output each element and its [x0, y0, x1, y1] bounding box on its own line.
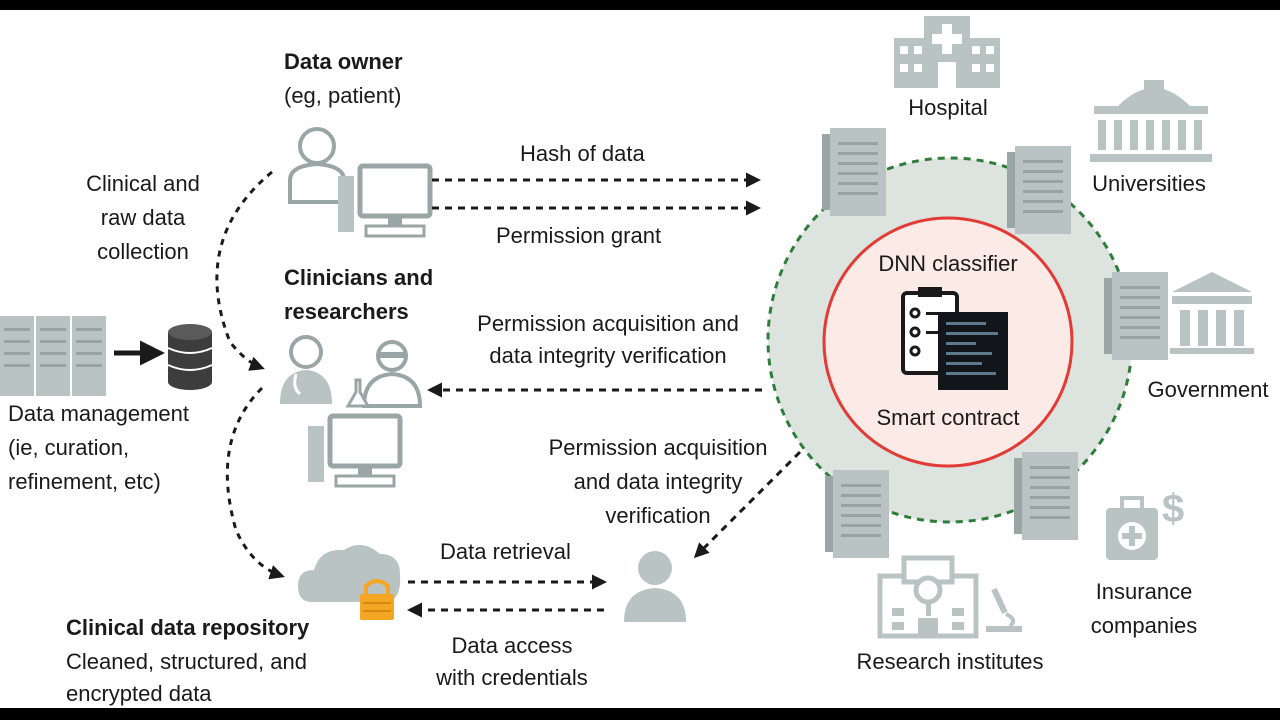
research-institutes-label: Research institutes: [856, 649, 1044, 674]
user-icon: [624, 551, 686, 622]
access-label-2: with credentials: [436, 665, 588, 690]
retrieval-label: Data retrieval: [440, 539, 571, 564]
verification2-label-2: and data integrity: [573, 469, 743, 494]
diagram-stage: $: [0, 10, 1280, 708]
database-icon: [167, 324, 213, 390]
insurance-label-1: Insurance: [1095, 579, 1193, 604]
insurance-icon: $: [1106, 487, 1184, 560]
server-icon: [1104, 272, 1168, 360]
hospital-label: Hospital: [908, 95, 988, 120]
data-management-label-3: refinement, etc): [8, 469, 161, 494]
server-icon: [1014, 452, 1078, 540]
data-owner-title: Data owner: [284, 49, 403, 74]
clinician-computer-icon: [308, 416, 400, 486]
collection-label-2: raw data: [100, 205, 186, 230]
smart-contract-label: Smart contract: [876, 405, 1020, 430]
collection-arrow: [215, 170, 273, 371]
data-owner-person-icon: [288, 127, 346, 204]
grant-label: Permission grant: [496, 223, 662, 248]
repository-desc-2: encrypted data: [66, 681, 212, 706]
cloud-lock-icon: [298, 544, 401, 620]
clinicians-title-1: Clinicians and: [284, 265, 434, 290]
verification-label-1: Permission acquisition and: [477, 311, 739, 336]
repository-desc-1: Cleaned, structured, and: [66, 649, 307, 674]
server-icon: [825, 470, 889, 558]
clinician-icon: [280, 335, 332, 404]
government-label: Government: [1147, 377, 1269, 402]
hash-label: Hash of data: [520, 141, 645, 166]
verification2-label-1: Permission acquisition: [548, 435, 768, 460]
data-management-label-2: (ie, curation,: [8, 435, 130, 460]
data-owner-subtitle: (eg, patient): [284, 83, 402, 108]
university-icon: [1090, 80, 1212, 162]
data-owner-computer-icon: [338, 166, 430, 236]
repository-title: Clinical data repository: [66, 615, 310, 640]
collection-label-1: Clinical and: [86, 171, 200, 196]
data-management-servers-icon: [0, 316, 106, 396]
clinicians-title-2: researchers: [284, 299, 409, 324]
server-icon: [822, 128, 886, 216]
verification-label-2: data integrity verification: [489, 343, 727, 368]
government-icon: [1170, 272, 1254, 354]
insurance-label-2: companies: [1090, 613, 1198, 638]
diagram-art: $: [0, 16, 1254, 639]
svg-text:$: $: [1162, 487, 1184, 531]
hospital-icon: [894, 16, 1000, 88]
verification2-label-3: verification: [605, 503, 711, 528]
clipboard-code-icon: [901, 287, 1008, 390]
research-institute-icon: [877, 555, 1022, 639]
server-icon: [1007, 146, 1071, 234]
collection-label-3: collection: [97, 239, 189, 264]
access-label-1: Data access: [451, 633, 573, 658]
researcher-icon: [345, 340, 423, 408]
universities-label: Universities: [1092, 171, 1206, 196]
data-management-label-1: Data management: [8, 401, 189, 426]
verification-arrow-2: [693, 450, 802, 559]
dnn-classifier-label: DNN classifier: [878, 251, 1018, 276]
repository-arrow: [225, 386, 285, 580]
